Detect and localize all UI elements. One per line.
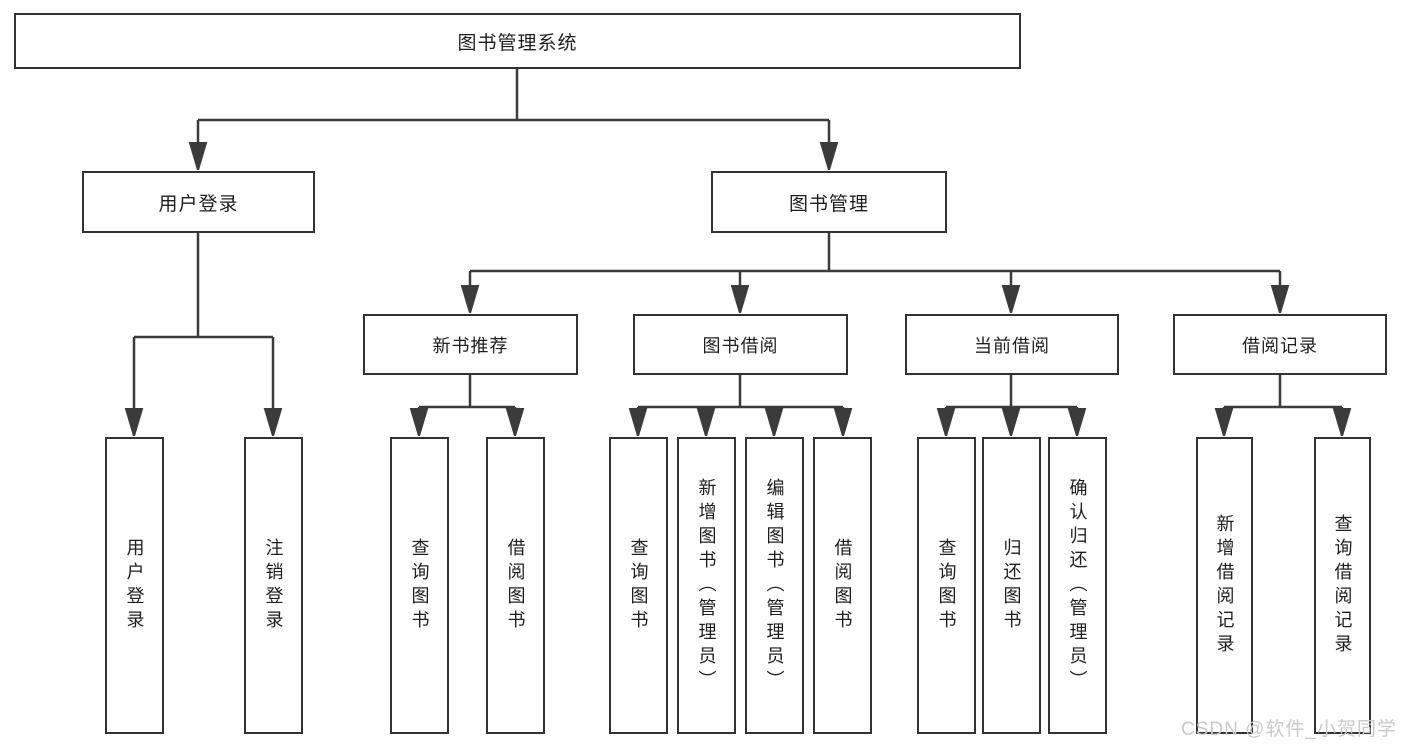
node-current-borrowing: 当前借阅 [905, 314, 1119, 375]
leaf-label: 归还图书 [1001, 537, 1022, 634]
node-label: 当前借阅 [974, 335, 1050, 356]
leaf-node-return-books: 归还图书 [982, 437, 1041, 734]
node-label: 借阅记录 [1242, 335, 1318, 356]
node-label: 图书借阅 [702, 335, 779, 356]
leaf-label: 编辑图书（管理员） [764, 477, 785, 694]
leaf-node-user-login: 用户登录 [105, 437, 164, 734]
leaf-label: 新增借阅记录 [1214, 513, 1235, 658]
leaf-label: 借阅图书 [505, 537, 526, 634]
node-label: 用户登录 [158, 193, 239, 215]
leaf-node-query-books-recommend: 查询图书 [390, 437, 449, 734]
leaf-node-add-books-admin: 新增图书（管理员） [677, 437, 736, 734]
node-user-login: 用户登录 [82, 171, 315, 233]
node-label: 新书推荐 [432, 335, 509, 356]
node-root-library-system: 图书管理系统 [14, 13, 1021, 69]
csdn-watermark: CSDN @软件_小贺同学 [1181, 719, 1397, 740]
node-book-management: 图书管理 [711, 171, 947, 233]
node-label: 图书管理 [788, 193, 869, 215]
leaf-node-add-borrow-record: 新增借阅记录 [1196, 437, 1253, 734]
connector-trunks [134, 69, 1342, 409]
leaf-node-query-borrow-record: 查询借阅记录 [1314, 437, 1371, 734]
node-label: 图书管理系统 [457, 32, 578, 54]
leaf-label: 新增图书（管理员） [696, 477, 717, 694]
leaf-node-logout: 注销登录 [244, 437, 303, 734]
leaf-node-query-books: 查询图书 [609, 437, 668, 734]
leaf-label: 查询图书 [409, 537, 430, 634]
leaf-label: 查询借阅记录 [1332, 513, 1353, 658]
node-new-book-recommend: 新书推荐 [363, 314, 578, 375]
leaf-label: 查询图书 [936, 537, 957, 634]
leaf-node-borrow-books: 借阅图书 [813, 437, 872, 734]
node-borrow-records: 借阅记录 [1173, 314, 1387, 375]
leaf-node-query-books-current: 查询图书 [917, 437, 976, 734]
leaf-label: 确认归还（管理员） [1067, 477, 1088, 694]
leaf-node-borrow-books-recommend: 借阅图书 [486, 437, 545, 734]
node-book-borrowing: 图书借阅 [633, 314, 848, 375]
leaf-node-confirm-return-admin: 确认归还（管理员） [1048, 437, 1107, 734]
leaf-label: 查询图书 [628, 537, 649, 634]
leaf-label: 借阅图书 [832, 537, 853, 634]
leaf-label: 注销登录 [263, 537, 284, 634]
leaf-label: 用户登录 [124, 537, 145, 634]
leaf-node-edit-books-admin: 编辑图书（管理员） [745, 437, 804, 734]
